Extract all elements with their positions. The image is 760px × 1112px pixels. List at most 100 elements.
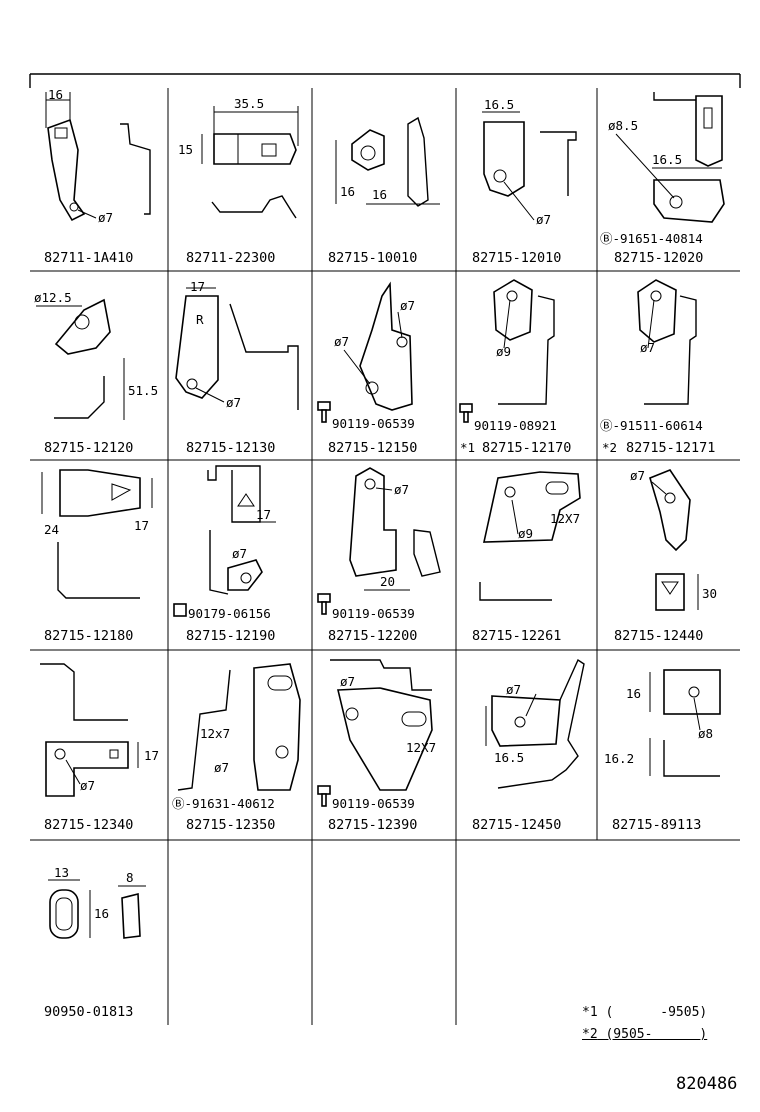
part-number: 82715-12350 [186,817,275,833]
cell-82715-12170: ø9 90119-08921 *1 82715-12170 [459,279,571,456]
dim-width-right: 17 [134,518,149,533]
cell-82715-12020: ø8.5 16.5 Ⓑ-91651-40814 82715-12020 [600,92,725,266]
dim-height: 30 [702,586,717,601]
part-number: 82715-12200 [328,628,417,644]
ref-bolt: Ⓑ-91651-40814 [600,231,703,246]
dim-hole: ø7 [214,760,229,775]
dim-height: 16 [94,906,109,921]
note-1: *1 ( -9505) [582,1005,707,1020]
cell-82711-22300: 35.5 15 82711-22300 [178,96,299,266]
dim-width: 17 [144,748,159,763]
dim-width: 16 [372,187,387,202]
dim-width: 17 [190,279,205,294]
dim-height: 16 [626,686,641,701]
cell-82715-12180: 24 17 82715-12180 [41,469,153,644]
svg-text:R: R [196,312,204,327]
part-number: 82715-12020 [614,250,703,266]
ref-bolt: 90119-08921 [474,418,557,433]
dim-slot: 12x7 [200,726,230,741]
part-number: 82715-10010 [328,250,417,266]
dim-height: 15 [178,142,193,157]
part-number: 82715-12171 [626,440,715,456]
ref-bolt: 90179-06156 [188,606,271,621]
part-number: 82715-12130 [186,440,275,456]
part-number: 82715-89113 [612,817,701,833]
cell-82715-12450: ø7 16.5 82715-12450 [472,658,585,833]
part-number: 82715-12440 [614,628,703,644]
note-2: *2 (9505- ) [582,1027,707,1042]
cell-82715-10010: 16 16 82715-10010 [328,116,440,266]
note-1-mark: *1 [582,1005,598,1020]
part-number: 82715-12150 [328,440,417,456]
part-number: 82715-12170 [482,440,571,456]
cell-82715-89113: 16 ø8 16.2 82715-89113 [604,669,721,833]
cell-82715-12010: 16.5 ø7 82715-12010 [472,97,577,266]
diagram-code: 820486 [676,1074,738,1094]
cell-82715-12171: ø7 Ⓑ-91511-60614 *2 82715-12171 [600,279,715,456]
part-number: 82715-12010 [472,250,561,266]
dim-hole: ø7 [536,212,551,227]
dim-length: 51.5 [128,383,158,398]
dim-slot: 12X7 [550,511,580,526]
dim-width: 16.5 [652,152,682,167]
ref-bolt: 90119-06539 [332,416,415,431]
dim-width: 16.5 [484,97,514,112]
part-number: 82715-12261 [472,628,561,644]
dim-length: 16.2 [604,751,634,766]
cell-90950-01813: 13 8 16 90950-01813 [44,865,146,1020]
frame [29,73,741,1025]
part-number: 82715-12120 [44,440,133,456]
dim-height: 16.5 [494,750,524,765]
cell-82715-12150: ø7 ø7 90119-06539 82715-12150 [317,281,417,456]
cell-82715-12200: ø7 20 90119-06539 82715-12200 [317,467,441,644]
dim-hole-lower: ø7 [334,334,349,349]
part-number: 82715-12180 [44,628,133,644]
dim-width: 16 [48,87,63,102]
dim-height: 16 [340,184,355,199]
part-number: 82711-22300 [186,250,275,266]
cell-82711-1A410: 16 ø7 82711-1A410 [44,87,151,266]
cell-82715-12130: R 17 ø7 82715-12130 [175,279,299,456]
cell-82715-12350: 12x7 ø7 Ⓑ-91631-40612 82715-12350 [172,663,301,833]
part-number: 82715-12190 [186,628,275,644]
part-number: 82715-12340 [44,817,133,833]
dim-hole: ø7 [340,674,355,689]
cell-82715-12440: ø7 30 82715-12440 [614,468,717,644]
part-number: 82715-12450 [472,817,561,833]
dim-hole-upper: ø7 [400,298,415,313]
note-2-mark: *2 [582,1027,598,1042]
ref-bolt: 90119-06539 [332,796,415,811]
dim-width: 17 [256,507,271,522]
dim-hole: ø7 [98,210,113,225]
part-number: 82715-12390 [328,817,417,833]
dim-length: 35.5 [234,96,264,111]
part-number: 90950-01813 [44,1004,133,1020]
dim-width-left: 24 [44,522,59,537]
dim-hole: ø7 [640,340,655,355]
ref-bolt: Ⓑ-91631-40612 [172,796,275,811]
ref-bolt: 90119-06539 [332,606,415,621]
cell-82715-12120: ø12.5 51.5 82715-12120 [34,290,158,456]
dim-depth: 8 [126,870,134,885]
part-number: 82711-1A410 [44,250,133,266]
dim-hole: ø7 [506,682,521,697]
change-mark: *2 [602,440,617,455]
note-2-range: (9505- ) [605,1027,708,1042]
dim-hole: ø7 [630,468,645,483]
dim-hole: ø12.5 [34,290,72,305]
dim-hole: ø8.5 [608,118,638,133]
dim-hole: ø7 [232,546,247,561]
ref-bolt: Ⓑ-91511-60614 [600,418,703,433]
dim-hole: ø8 [698,726,713,741]
dim-hole: ø7 [80,778,95,793]
dim-width: 13 [54,865,69,880]
dim-hole: ø7 [226,395,241,410]
note-1-range: ( -9505) [605,1005,708,1020]
cell-82715-12261: 12X7 ø9 82715-12261 [472,471,581,644]
dim-slot: 12X7 [406,740,436,755]
dim-hole: ø9 [496,344,511,359]
cell-82715-12390: ø7 12X7 90119-06539 82715-12390 [317,659,436,833]
cell-82715-12190: 17 ø7 90179-06156 82715-12190 [173,465,276,644]
cell-82715-12340: 17 ø7 82715-12340 [40,663,159,833]
